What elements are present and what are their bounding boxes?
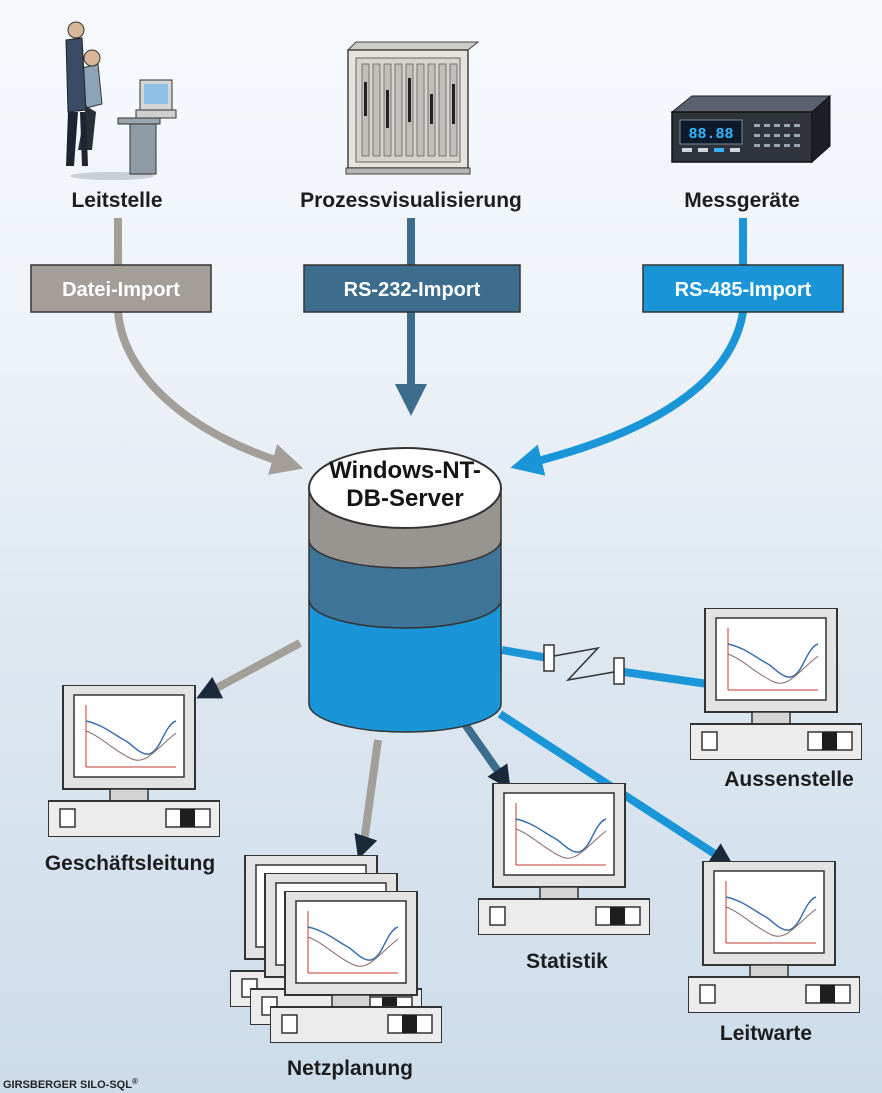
db-server-cylinder: Windows-NT- DB-Server	[308, 447, 502, 733]
rs232-import-box: RS-232-Import	[303, 264, 521, 313]
meter-display: 88.88	[688, 126, 733, 143]
client-label-aussenstelle: Aussenstelle	[724, 768, 854, 791]
rs485-import-label: RS-485-Import	[675, 279, 812, 301]
client-label-statistik: Statistik	[526, 950, 608, 973]
source-label-prozessvisualisierung: Prozessvisualisierung	[300, 189, 522, 212]
computer-icon-leitwarte	[688, 861, 860, 1013]
server-label-line1: Windows-NT-	[329, 457, 481, 484]
datei-import-arrow	[114, 311, 304, 475]
line-server-statistik	[458, 717, 504, 777]
datei-import-label: Datei-Import	[62, 279, 180, 301]
client-label-netzplanung: Netzplanung	[287, 1057, 413, 1080]
credit-mark: ®	[132, 1077, 138, 1086]
arrow-geschaeftsleitung	[196, 676, 224, 699]
computer-icon-netzplanung-3	[270, 891, 442, 1043]
arrow-statistik	[487, 763, 511, 790]
computer-icon-statistik	[478, 783, 650, 935]
credit-name: GIRSBERGER SILO-SQL	[3, 1079, 132, 1091]
source-label-leitstelle: Leitstelle	[71, 189, 162, 212]
arrow-leitwarte	[707, 843, 734, 867]
rs485-import-box: RS-485-Import	[642, 264, 844, 313]
meter-illustration: 88.88	[670, 94, 832, 164]
line-server-geschaeftsleitung	[211, 639, 302, 694]
client-label-leitwarte: Leitwarte	[720, 1022, 812, 1045]
client-label-geschaeftsleitung: Geschäftsleitung	[45, 852, 215, 875]
modem-link-icon	[543, 644, 625, 685]
line-server-modem	[501, 646, 549, 662]
computer-group-netzplanung	[230, 855, 442, 1043]
credit-text: GIRSBERGER SILO-SQL®	[3, 1077, 138, 1091]
server-label-line2: DB-Server	[346, 485, 463, 512]
datei-import-box: Datei-Import	[30, 264, 212, 313]
computer-icon-geschaeftsleitung	[48, 685, 220, 837]
rs485-import-arrow	[510, 311, 747, 476]
workstation-illustration	[65, 21, 177, 180]
rack-illustration	[345, 41, 480, 175]
rs232-import-label: RS-232-Import	[344, 279, 481, 301]
source-label-messgeraete: Messgeräte	[684, 189, 800, 212]
arrow-netzplanung	[354, 832, 378, 860]
line-server-netzplanung	[360, 739, 382, 843]
computer-icon-aussenstelle	[690, 608, 862, 760]
